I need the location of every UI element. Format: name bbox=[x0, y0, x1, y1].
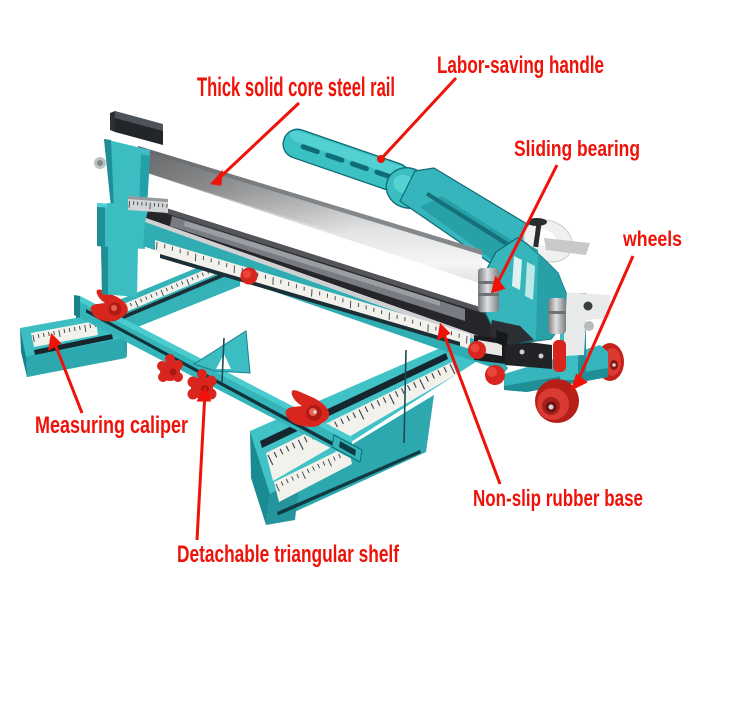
svg-text:Measuring caliper: Measuring caliper bbox=[35, 412, 188, 439]
svg-text:Non-slip rubber base: Non-slip rubber base bbox=[473, 485, 643, 511]
svg-text:Detachable triangular shelf: Detachable triangular shelf bbox=[177, 541, 400, 568]
svg-text:wheels: wheels bbox=[622, 228, 682, 251]
svg-text:Labor-saving handle: Labor-saving handle bbox=[437, 52, 604, 79]
svg-text:Thick solid core steel rail: Thick solid core steel rail bbox=[197, 72, 395, 102]
svg-text:Sliding bearing: Sliding bearing bbox=[514, 136, 640, 161]
